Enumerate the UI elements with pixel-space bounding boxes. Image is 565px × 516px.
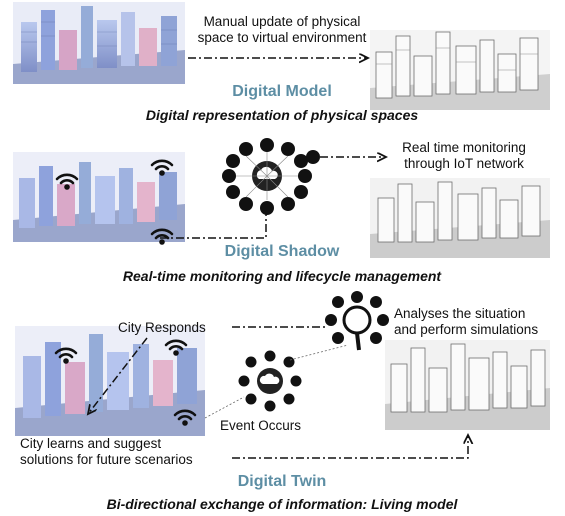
event-occurs-label: Event Occurs (220, 418, 302, 433)
learns-arrow (232, 435, 468, 459)
shadow-note-line1: Real time monitoring (402, 140, 526, 155)
cloud-icon-event (257, 368, 283, 394)
model-note-line1: Manual update of physical (203, 14, 361, 29)
city-learns-note: City learns and suggest solutions for fu… (20, 436, 193, 468)
digital-model-subtitle: Digital representation of physical space… (145, 107, 419, 123)
analyses-note-line2: and perform simulations (394, 322, 539, 337)
city-learns-line2: solutions for future scenarios (20, 452, 193, 467)
physical-city-image-shadow (13, 152, 185, 242)
hub-spokes-shadow (236, 152, 298, 200)
iot-device-icons-shadow (222, 138, 320, 215)
event-links (204, 344, 349, 419)
city-learns-line1: City learns and suggest (20, 436, 162, 451)
analyses-note-line1: Analyses the situation (394, 306, 526, 321)
sketch-city-image-twin (385, 340, 550, 430)
sketch-city-image-model (370, 30, 550, 110)
analyses-note: Analyses the situation and perform simul… (394, 306, 538, 338)
city-responds-label: City Responds (118, 320, 206, 335)
analysis-icons (325, 291, 389, 344)
physical-city-image-model (13, 2, 185, 84)
cloud-icon (252, 161, 282, 191)
digital-shadow-title: Digital Shadow (224, 243, 340, 260)
shadow-note: Real time monitoring through IoT network (402, 140, 526, 172)
digital-model-title: Digital Model (232, 83, 332, 100)
magnifier-icon (342, 305, 372, 351)
event-device-icons (238, 350, 302, 412)
model-note-line2: space to virtual environment (197, 30, 367, 45)
physical-city-image-twin (15, 326, 205, 436)
digital-shadow-subtitle: Real-time monitoring and lifecycle manag… (122, 268, 442, 284)
digital-twin-subtitle: Bi-directional exchange of information: … (106, 496, 458, 512)
sketch-city-image-shadow (370, 178, 550, 258)
model-note: Manual update of physical space to virtu… (198, 14, 367, 46)
digital-twin-title: Digital Twin (237, 473, 327, 490)
shadow-note-line2: through IoT network (404, 156, 524, 171)
